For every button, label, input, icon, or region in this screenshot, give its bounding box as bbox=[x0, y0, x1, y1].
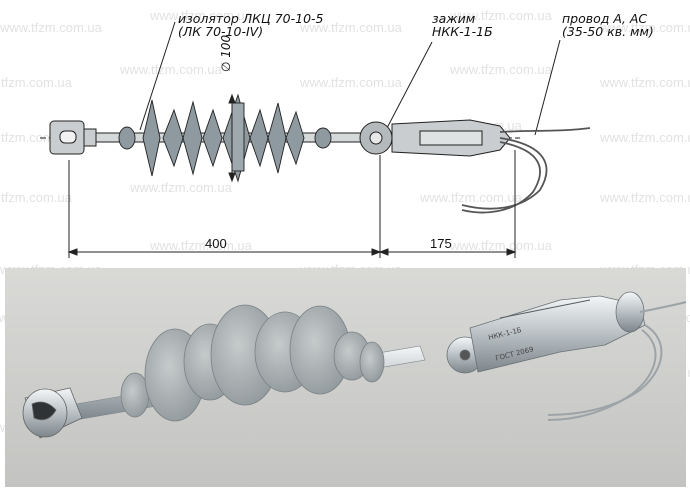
watermark-text: www.tfzm.com.ua bbox=[250, 425, 352, 440]
photo-background bbox=[5, 268, 686, 487]
watermark-text: www.tfzm.com.ua bbox=[400, 468, 502, 483]
clamp-label: зажим НКК-1-1Б bbox=[432, 12, 493, 38]
rendered-rod bbox=[69, 345, 426, 421]
wire-leader-line bbox=[534, 39, 561, 136]
insulator-end-cap bbox=[49, 120, 97, 155]
insulator-label-line1: изолятор ЛКЦ 70-10-5 bbox=[178, 11, 324, 26]
watermark-text: www.tfzm.com.ua bbox=[500, 430, 602, 445]
insulator-label: изолятор ЛКЦ 70-10-5 (ЛК 70-10-IV) bbox=[178, 12, 324, 38]
wire-label-line2: (35-50 кв. мм) bbox=[562, 24, 654, 39]
clamp-standard-mark: ГОСТ 2069 bbox=[494, 345, 535, 363]
watermark-text: www.tfzm.com.ua bbox=[200, 310, 302, 325]
dimension-insulator: 400 bbox=[205, 236, 227, 251]
watermark-text: www.tfzm.com.ua bbox=[100, 365, 202, 380]
watermark-text: www.tfzm.com.ua bbox=[0, 310, 82, 325]
clamp-body bbox=[359, 119, 511, 157]
clamp-model-mark: НКК-1-1Б bbox=[487, 326, 523, 342]
wire-label: провод А, АС (35-50 кв. мм) bbox=[562, 12, 654, 38]
wire-label-line1: провод А, АС bbox=[562, 11, 648, 26]
insulator-leader-line bbox=[139, 21, 176, 131]
clamp-label-line2: НКК-1-1Б bbox=[432, 24, 493, 39]
rendered-sheds bbox=[120, 304, 385, 422]
diameter-label: ∅ 100 bbox=[219, 34, 233, 72]
rendered-end-fitting bbox=[22, 387, 83, 439]
watermark-text: www.tfzm.com.ua bbox=[350, 375, 452, 390]
dimension-clamp: 175 bbox=[430, 236, 452, 251]
wire bbox=[461, 127, 591, 214]
insulator-label-line2: (ЛК 70-10-IV) bbox=[178, 24, 264, 39]
watermark-text: www.tfzm.com.ua bbox=[620, 310, 690, 325]
insulator-sheds bbox=[118, 93, 332, 183]
watermark-text: www.tfzm.com.ua bbox=[150, 468, 252, 483]
technical-drawing bbox=[40, 21, 591, 258]
clamp-leader-line bbox=[386, 41, 433, 129]
rendered-wire bbox=[547, 301, 687, 421]
watermark-text: www.tfzm.com.ua bbox=[0, 420, 102, 435]
clamp-label-line1: зажим bbox=[432, 11, 476, 26]
rendered-clamp bbox=[446, 291, 646, 374]
watermark-text: www.tfzm.com.ua bbox=[600, 365, 690, 380]
